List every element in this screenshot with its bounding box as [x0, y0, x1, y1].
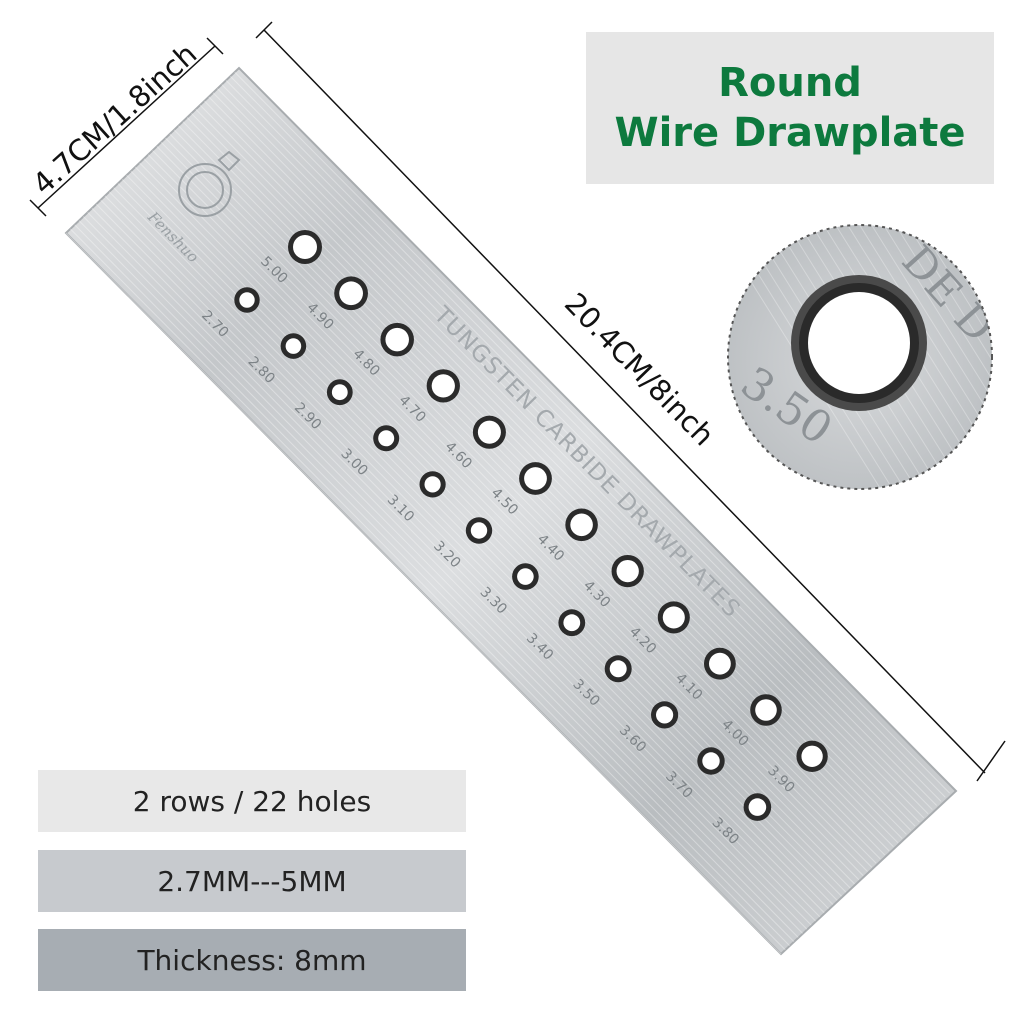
hole-top: [426, 369, 460, 403]
hole-top: [288, 230, 322, 264]
hole-top: [750, 694, 782, 726]
hole-top: [380, 322, 414, 357]
hole-bottom: [326, 379, 353, 406]
hole-top: [565, 508, 598, 542]
drawplate: Fenshuo TUNGSTEN CARBIDE DRAWPLATES 5.00…: [64, 66, 958, 956]
hole-bottom: [604, 655, 632, 683]
hole-rows: [234, 230, 828, 821]
title-banner: Round Wire Drawplate: [586, 32, 994, 184]
hole-bottom: [651, 701, 679, 729]
hole-bottom: [465, 517, 493, 544]
spec-thickness: Thickness: 8mm: [38, 929, 466, 991]
hole-top: [519, 462, 552, 495]
hole-bottom: [558, 609, 586, 637]
hole-bottom: [373, 425, 400, 452]
dimension-lines: [29, 21, 1006, 782]
spec-rows-holes: 2 rows / 22 holes: [38, 770, 466, 832]
zoom-detail: DE D 3.50: [727, 224, 993, 490]
hole-bottom: [743, 793, 772, 821]
hole-top: [334, 276, 368, 311]
hole-bottom: [419, 471, 446, 498]
brand-logo: [178, 150, 241, 217]
hole-bottom: [697, 747, 725, 775]
hole-top: [657, 601, 690, 634]
title-line-1: Round: [718, 60, 862, 106]
hole-bottom: [280, 333, 307, 359]
hole-top: [703, 647, 736, 680]
hole-bottom: [234, 287, 260, 313]
hole-top: [611, 554, 644, 588]
title-line-2: Wire Drawplate: [614, 110, 966, 156]
hole-top: [796, 740, 828, 772]
hole-top: [472, 415, 506, 449]
spec-size-range: 2.7MM---5MM: [38, 850, 466, 912]
hole-bottom: [512, 563, 539, 590]
